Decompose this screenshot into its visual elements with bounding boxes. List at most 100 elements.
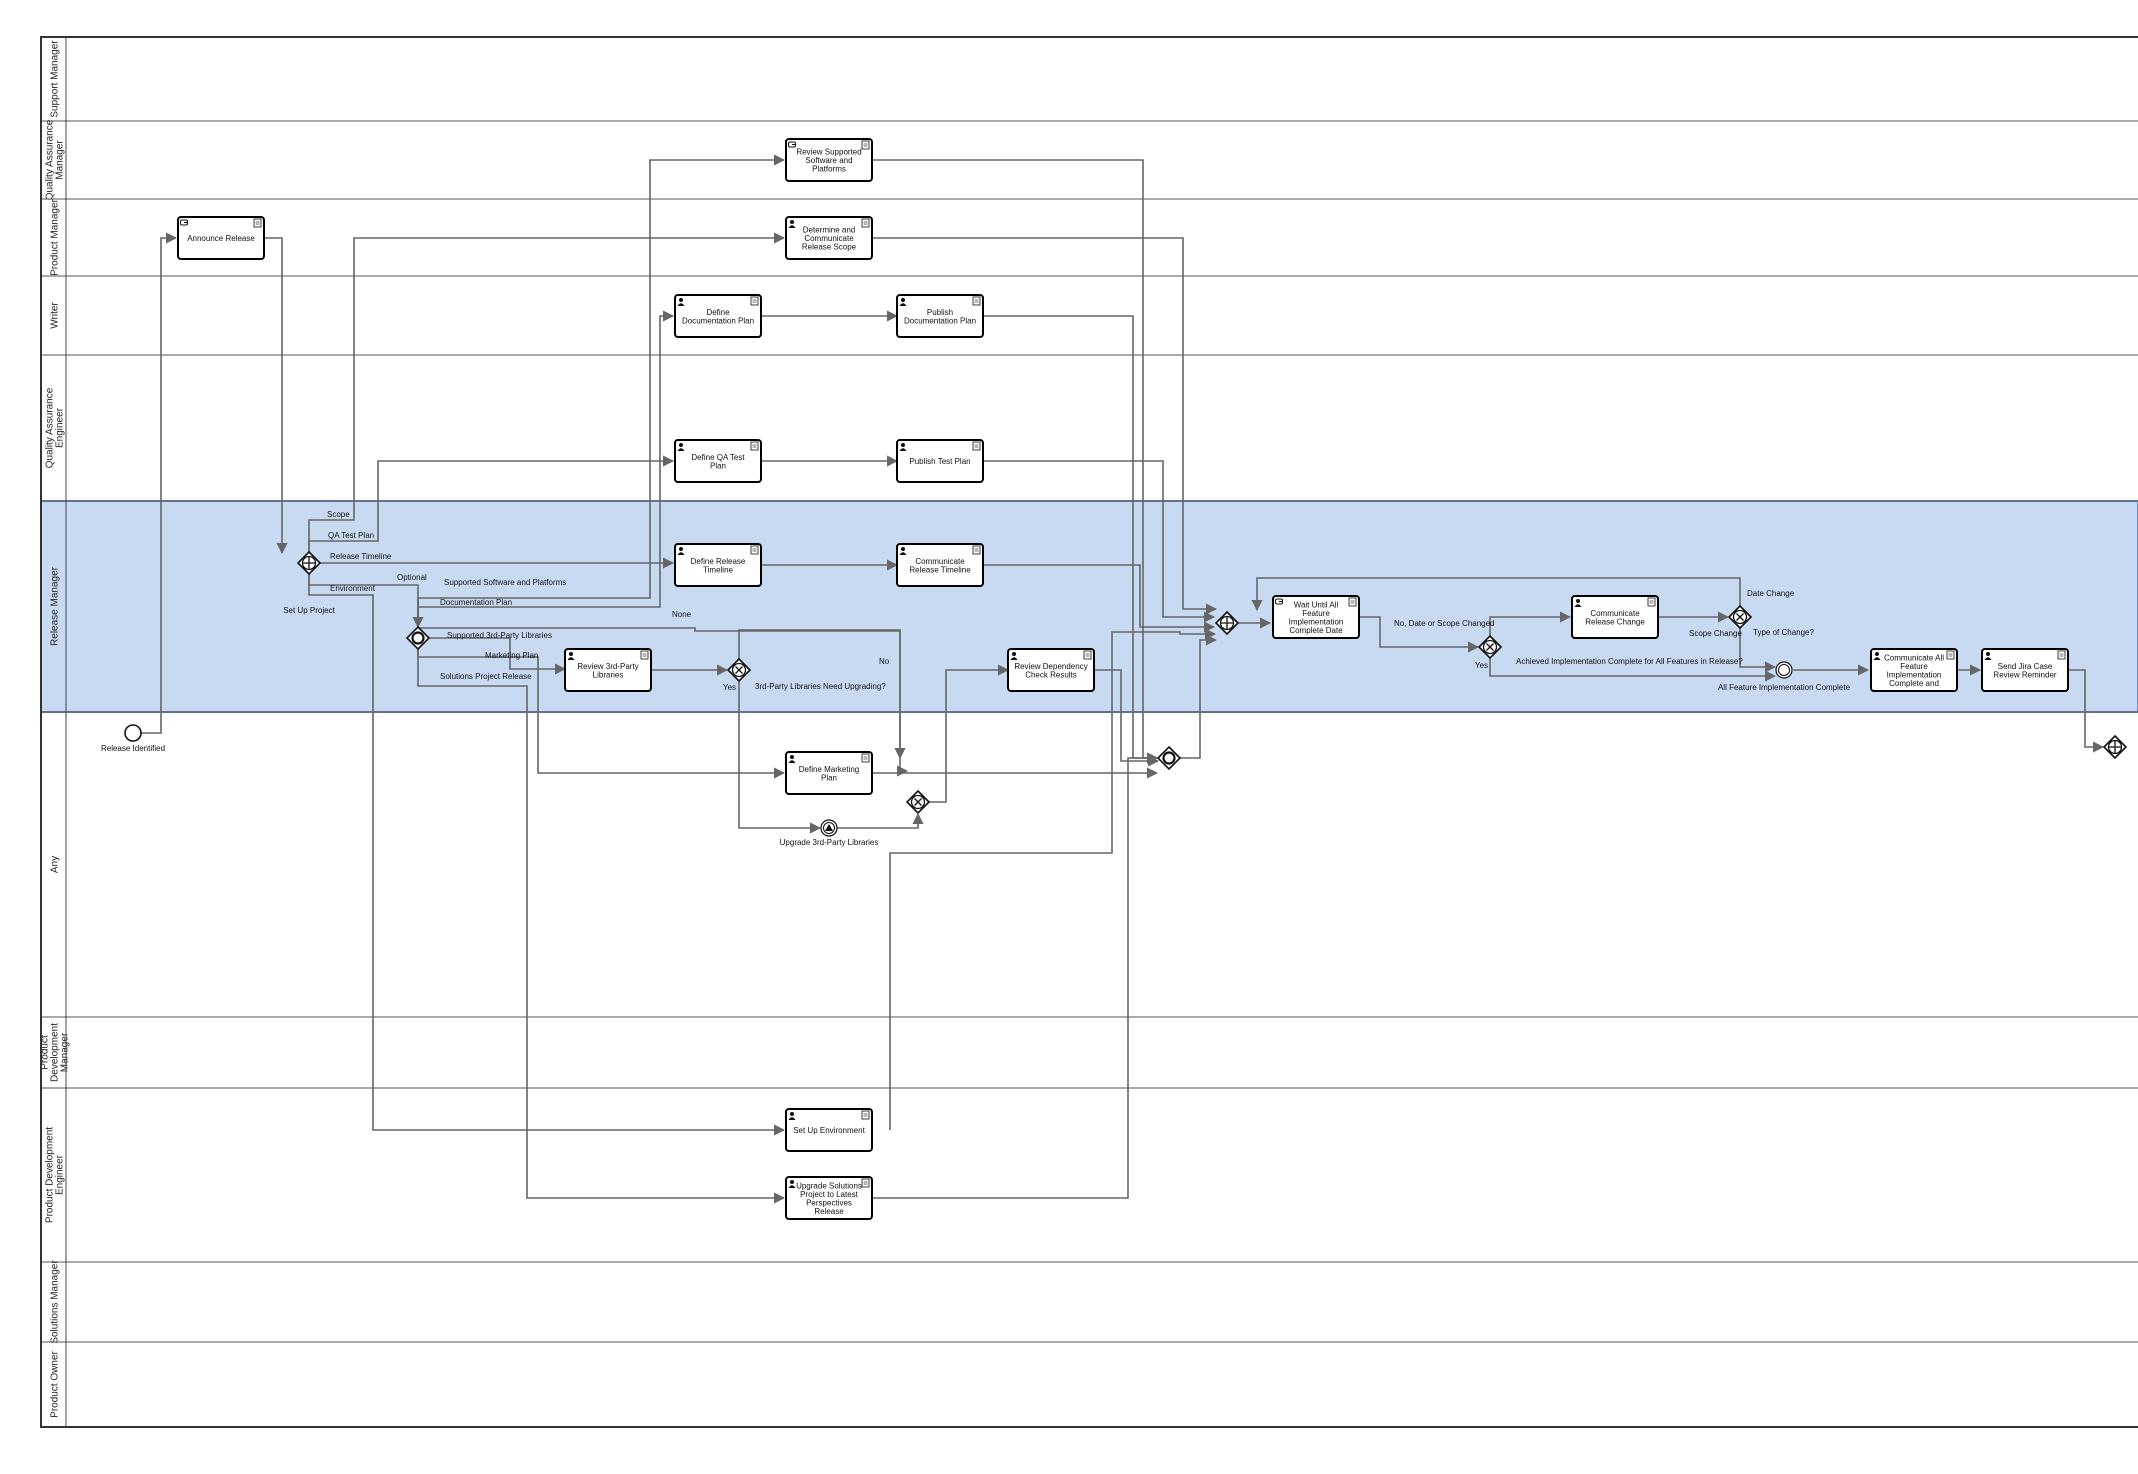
event-release-identified[interactable]: Release Identified	[101, 724, 165, 753]
sequence-flow[interactable]	[889, 628, 1217, 1130]
form-icon	[750, 441, 759, 451]
form-icon	[640, 650, 649, 660]
sequence-flow[interactable]	[141, 232, 178, 734]
lane-writer[interactable]: Writer	[41, 275, 2138, 329]
task-label: Publish Test Plan	[909, 457, 970, 466]
lane-solutions-manager[interactable]: Solutions Manager	[41, 1260, 2138, 1344]
exclusive-icon	[1482, 639, 1498, 655]
sequence-flow[interactable]	[738, 629, 909, 777]
gateway-gw-upgrade[interactable]: 3rd-Party Libraries Need Upgrading?	[726, 657, 886, 691]
sequence-flow[interactable]	[1489, 658, 1777, 682]
inclusive-icon	[411, 631, 425, 645]
form-icon	[1348, 597, 1357, 607]
sequence-flow[interactable]	[738, 681, 822, 834]
gateway-gw-optional[interactable]	[405, 625, 431, 651]
sequence-flow[interactable]	[983, 460, 1216, 623]
lane-label-product-owner: Product Owner	[50, 1350, 61, 1417]
sequence-flow[interactable]	[929, 664, 1010, 803]
sequence-flow[interactable]	[308, 574, 786, 1136]
sequence-flow[interactable]	[1359, 616, 1480, 653]
sequence-flow[interactable]	[417, 649, 786, 1204]
task-announce-release[interactable]: Announce Release	[177, 216, 265, 260]
lane-label-product-manager: Product Manager	[50, 198, 61, 275]
flow-label-scope-change: Scope Change	[1689, 629, 1742, 638]
lane-support-manager[interactable]: Support Manager	[41, 36, 2138, 118]
sequence-flow[interactable]	[264, 237, 288, 555]
lane-label-qa-engineer: Quality AssuranceEngineer	[45, 387, 66, 468]
form-icon	[1083, 650, 1092, 660]
inclusive-icon	[1162, 751, 1176, 765]
gateway-label: Type of Change?	[1753, 628, 1814, 637]
lane-product-owner[interactable]: Product Owner	[41, 1341, 2138, 1418]
flow-label-qa-test-plan: QA Test Plan	[328, 531, 374, 540]
flow-label-yes-achieved: Yes	[1475, 661, 1488, 670]
signal-icon	[825, 824, 833, 831]
sequence-flow[interactable]	[2068, 669, 2105, 753]
gateway-gw-join-inclusive[interactable]	[1156, 745, 1182, 771]
lane-label-release-manager: Release Manager	[50, 566, 61, 646]
sequence-flow[interactable]	[837, 812, 924, 829]
gateway-gw-edge-right[interactable]	[2102, 734, 2128, 760]
gateway-gw-setup[interactable]: Set Up Project	[283, 550, 336, 615]
sequence-flow[interactable]	[1739, 628, 1777, 673]
flow-label-optional: Optional	[397, 573, 427, 582]
gateway-label: Set Up Project	[283, 606, 335, 615]
lane-any[interactable]: Any	[41, 711, 2138, 873]
lane-qa-manager[interactable]: Quality AssuranceManager	[41, 119, 2138, 200]
event-label: Release Identified	[101, 744, 165, 753]
sequence-flow[interactable]	[872, 752, 1159, 1199]
sequence-flow[interactable]	[983, 564, 1216, 633]
sequence-flow[interactable]	[1489, 611, 1572, 636]
sequence-flow[interactable]	[1180, 634, 1218, 759]
event-upgrade-libs[interactable]: Upgrade 3rd-Party Libraries	[780, 819, 879, 847]
gateway-gw-achieved[interactable]: Achieved Implementation Complete for All…	[1477, 634, 1743, 666]
gateway-label: 3rd-Party Libraries Need Upgrading?	[755, 682, 886, 691]
sequence-flow[interactable]	[308, 455, 675, 555]
sequence-flow[interactable]	[308, 232, 786, 552]
sequence-flow[interactable]	[872, 237, 1218, 615]
task-label: Announce Release	[187, 234, 255, 243]
sequence-flow[interactable]	[1094, 669, 1160, 767]
user-icon	[788, 1180, 796, 1188]
flow-label-no-upgrade: No	[879, 657, 890, 666]
user-icon	[899, 298, 907, 306]
task-set-up-env[interactable]: Set Up Environment	[785, 1108, 873, 1152]
gateway-gw-type[interactable]: Type of Change?	[1727, 604, 1814, 637]
event-all-feature-complete[interactable]: All Feature Implementation Complete	[1718, 661, 1851, 692]
task-label: Set Up Environment	[793, 1126, 865, 1135]
gateway-gw-join-parallel[interactable]	[1214, 610, 1240, 636]
form-icon	[750, 296, 759, 306]
gateway-gw-merge-any[interactable]	[905, 789, 931, 815]
lane-qa-engineer[interactable]: Quality AssuranceEngineer	[41, 354, 2138, 468]
user-icon	[567, 652, 575, 660]
lane-pd-engineer[interactable]: Product DevelopmentEngineer	[41, 1087, 2138, 1223]
sequence-flow[interactable]	[1251, 577, 1741, 612]
task-publish-test-plan[interactable]: Publish Test Plan	[896, 439, 984, 483]
user-icon	[1873, 652, 1881, 660]
user-icon	[677, 547, 685, 555]
lane-product-manager[interactable]: Product Manager	[41, 198, 2138, 276]
form-icon	[972, 545, 981, 555]
lane-pd-manager[interactable]: ProductDevelopmentManager	[40, 1016, 2138, 1082]
exclusive-icon	[1732, 609, 1748, 625]
sequence-flow[interactable]	[417, 310, 675, 628]
form-icon	[2057, 650, 2066, 660]
